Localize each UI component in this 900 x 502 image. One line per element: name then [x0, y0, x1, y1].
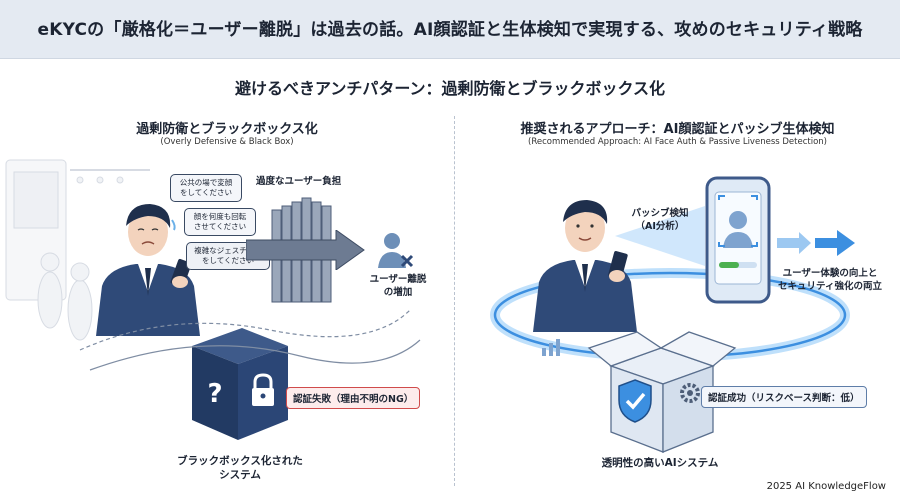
- right-panel-title: 推奨されるアプローチ：AI顔認証とパッシブ生体検知: [520, 122, 835, 137]
- churn-label: ユーザー離脱 の増加: [369, 274, 427, 298]
- page-title: eKYCの「厳格化＝ユーザー離脱」は過去の話。AI顔認証と生体検知で実現する、攻…: [37, 20, 863, 40]
- title-bar: [0, 0, 900, 59]
- panel-divider: [454, 116, 455, 486]
- burden-arrow: [246, 230, 365, 270]
- train-background: [5, 159, 150, 341]
- swirl-lines: [79, 309, 421, 371]
- speech-bubble: 公共の場で変顔 をしてください: [170, 174, 242, 203]
- confident-user-illustration: [533, 200, 637, 332]
- svg-text:?: ?: [207, 379, 222, 409]
- gear-icon: [680, 383, 700, 403]
- passive-detection-label: パッシブ検知 （AI分析）: [631, 208, 689, 232]
- section-title: 避けるべきアンチパターン：過剰防衛とブラックボックス化: [234, 79, 666, 98]
- footer-credit: 2025 AI KnowledgeFlow: [766, 481, 886, 492]
- transparent-system-caption: 透明性の高いAIシステム: [601, 457, 719, 469]
- forward-arrow: [777, 230, 855, 256]
- lock-icon: [252, 373, 274, 406]
- user-churn-icon: [378, 233, 414, 268]
- auth-success-badge: 認証成功（リスクベース判断：低）: [701, 386, 867, 408]
- right-panel: 推奨されるアプローチ：AI顔認証とパッシブ生体検知 (Recommended A…: [455, 110, 900, 502]
- black-box-caption: ブラックボックス化された システム: [177, 455, 303, 482]
- right-panel-title-en: (Recommended Approach: AI Face Auth & Pa…: [528, 137, 827, 147]
- phone-face-scan: [705, 176, 771, 304]
- benefit-label: ユーザー体験の向上と セキュリティ強化の両立: [778, 268, 882, 292]
- speech-bubble: 顔を何度も回転 させてください: [184, 208, 256, 237]
- worried-user-illustration: [96, 204, 200, 336]
- scan-beam: [615, 206, 705, 266]
- left-panel-title: 過剰防衛とブラックボックス化: [136, 122, 318, 137]
- auth-failure-badge: 認証失敗（理由不明のNG）: [286, 387, 421, 409]
- bar-chart-icon: [542, 339, 560, 356]
- left-panel-title-en: (Overly Defensive & Black Box): [160, 137, 294, 147]
- left-panel: 過剰防衛とブラックボックス化 (Overly Defensive & Black…: [0, 110, 454, 502]
- burden-label: 過度なユーザー負担: [256, 176, 342, 187]
- shield-check-icon: [618, 379, 652, 423]
